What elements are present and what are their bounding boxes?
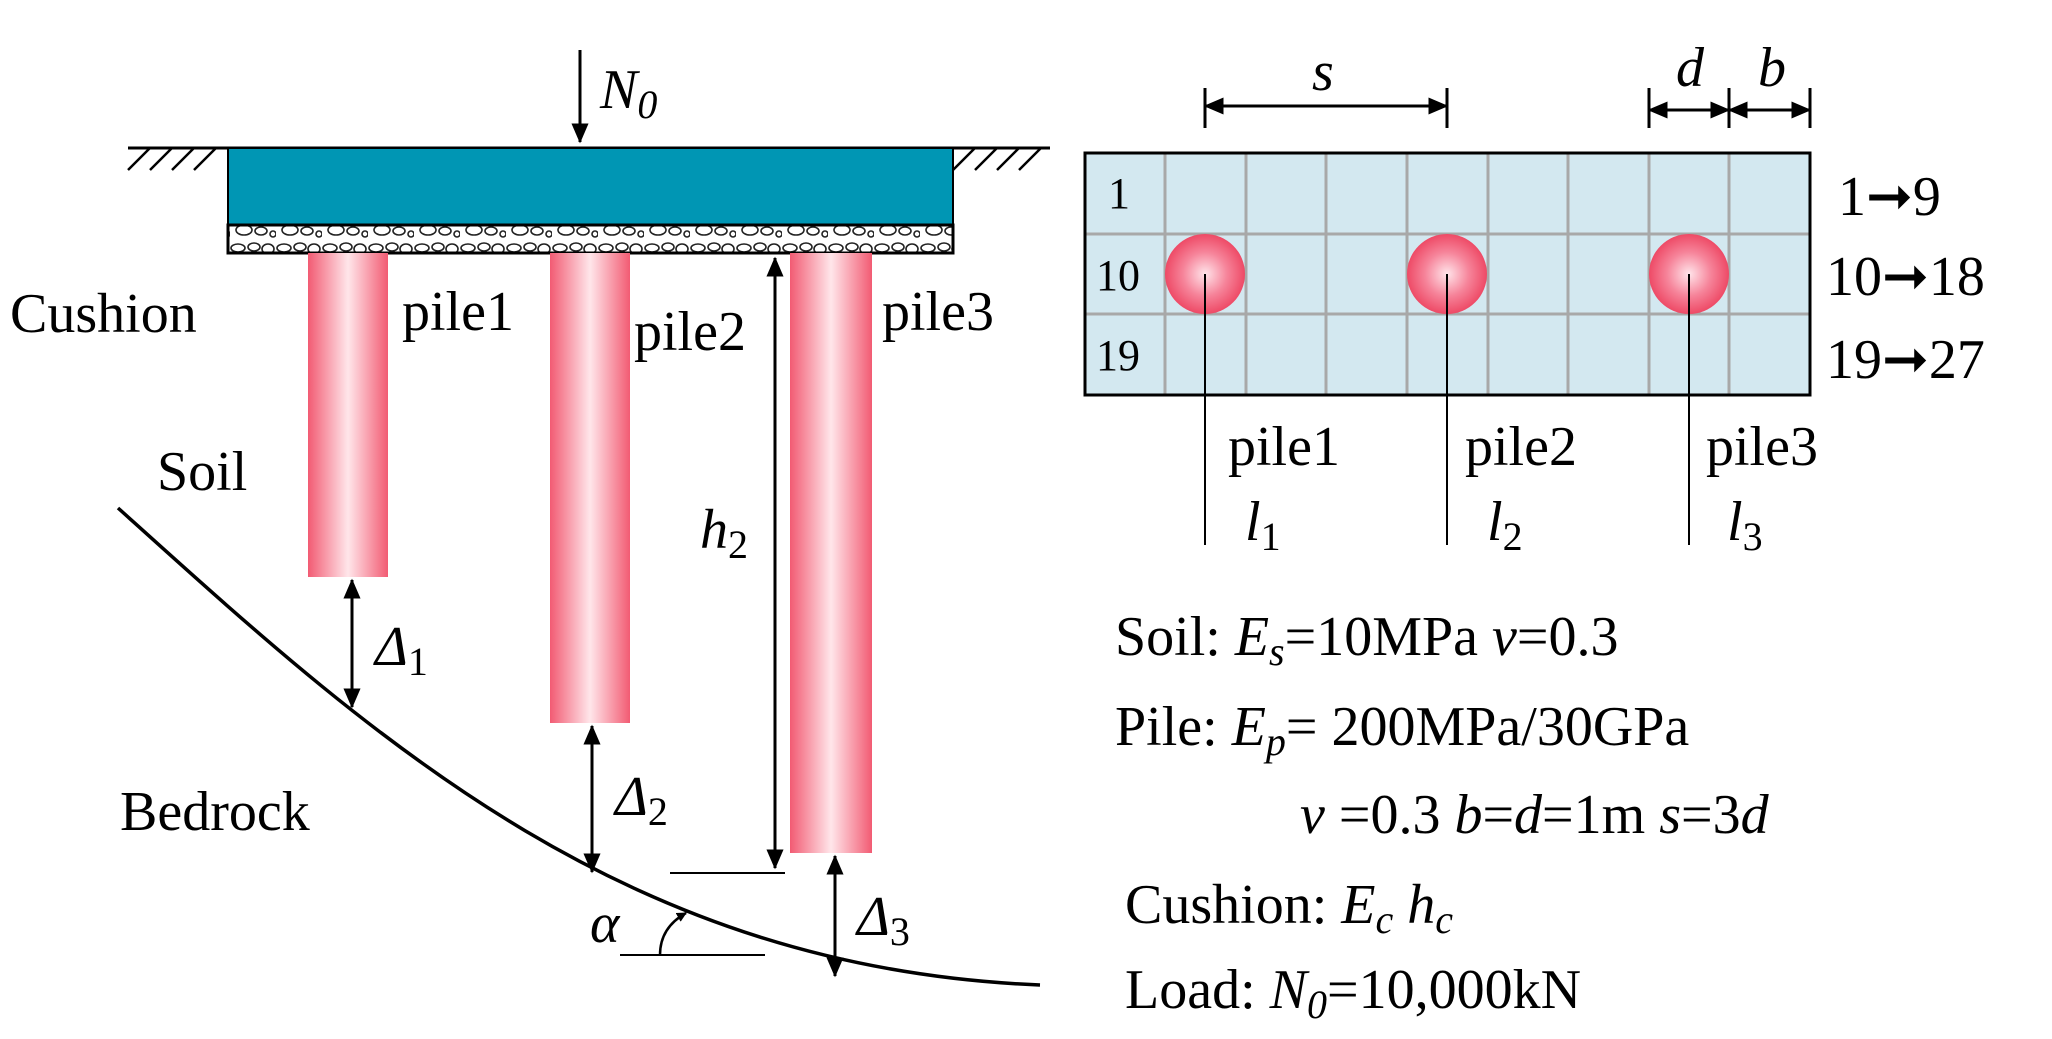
pile1-plan-label: pile1 bbox=[1228, 416, 1340, 478]
ground-hatch-right bbox=[952, 147, 1042, 171]
param-cushion: Cushion: Ec hc bbox=[1125, 874, 1453, 942]
plan-view: 1 10 19 s d b 1➞9 10➞18 19➞27 pile1 pile… bbox=[1083, 37, 1985, 559]
alpha-arc bbox=[658, 911, 687, 956]
param-pile: Pile: Ep= 200MPa/30GPa bbox=[1115, 696, 1689, 764]
pile2-section-label: pile2 bbox=[634, 301, 746, 363]
dim-d-label: d bbox=[1676, 37, 1705, 99]
bedrock-label: Bedrock bbox=[120, 781, 310, 843]
l2-label: l2 bbox=[1487, 491, 1523, 559]
l1-label: l1 bbox=[1245, 491, 1281, 559]
soil-label: Soil bbox=[157, 441, 247, 503]
load-label: N0 bbox=[599, 59, 657, 127]
dim-s-label: s bbox=[1312, 41, 1334, 103]
pile1-section-label: pile1 bbox=[402, 281, 514, 343]
pile3-section-label: pile3 bbox=[882, 281, 994, 343]
h2-label: h2 bbox=[700, 499, 748, 567]
pile2-plan-label: pile2 bbox=[1465, 416, 1577, 478]
pile2-section bbox=[550, 253, 630, 723]
pile-cap bbox=[227, 147, 954, 226]
param-soil: Soil: Es=10MPa v=0.3 bbox=[1115, 606, 1618, 674]
row-range-1: 1➞9 bbox=[1838, 166, 1941, 228]
cell-number-1: 1 bbox=[1108, 169, 1130, 218]
pile3-section bbox=[790, 253, 872, 853]
param-load: Load: N0=10,000kN bbox=[1125, 959, 1581, 1027]
ground-hatch-left bbox=[127, 147, 217, 171]
pile1-section bbox=[308, 253, 388, 577]
l3-label: l3 bbox=[1727, 491, 1763, 559]
pile3-plan-label: pile3 bbox=[1706, 416, 1818, 478]
row-range-3: 19➞27 bbox=[1826, 329, 1985, 391]
param-pile-2: v =0.3 b=d=1m s=3d bbox=[1300, 784, 1770, 846]
row-range-2: 10➞18 bbox=[1826, 246, 1985, 308]
alpha-label: α bbox=[590, 893, 621, 955]
bedrock-surface bbox=[116, 506, 1041, 987]
cell-number-19: 19 bbox=[1096, 331, 1140, 380]
parameters-block: Soil: Es=10MPa v=0.3 Pile: Ep= 200MPa/30… bbox=[1115, 606, 1770, 1027]
delta1-label: Δ1 bbox=[373, 616, 428, 684]
cushion-layer bbox=[226, 223, 955, 255]
cell-number-10: 10 bbox=[1096, 251, 1140, 300]
dim-b-label: b bbox=[1758, 37, 1786, 99]
cushion-label: Cushion bbox=[10, 283, 197, 345]
delta2-label: Δ2 bbox=[613, 766, 668, 834]
delta3-label: Δ3 bbox=[855, 886, 910, 954]
section-view: N0 α Δ1 Δ2 Δ3 h2 Cushion Soil Bedrock pi… bbox=[10, 50, 1050, 987]
